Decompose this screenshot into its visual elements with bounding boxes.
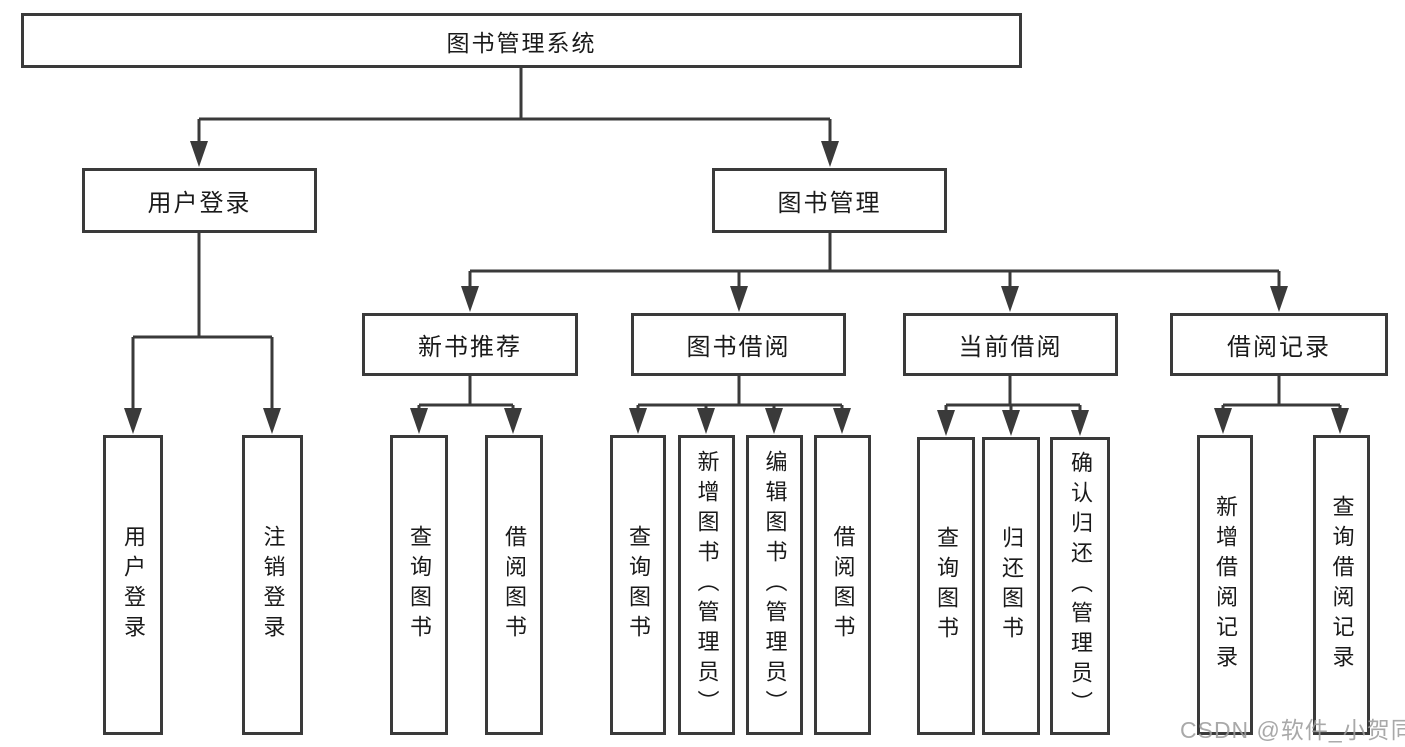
leaf-borrow-books-recommend: 借阅图书 (485, 435, 543, 735)
leaf-return-book: 归还图书 (982, 437, 1040, 735)
leaf-query-books-current: 查询图书 (917, 437, 975, 735)
leaf-borrow-books-borrowing: 借阅图书 (814, 435, 871, 735)
leaf-add-borrow-record: 新增借阅记录 (1197, 435, 1253, 735)
node-current-borrowing: 当前借阅 (903, 313, 1118, 376)
node-root-library-management-system: 图书管理系统 (21, 13, 1022, 68)
leaf-query-books-borrowing: 查询图书 (610, 435, 666, 735)
leaf-logout: 注销登录 (242, 435, 303, 735)
node-user-login: 用户登录 (82, 168, 317, 233)
node-new-book-recommendation: 新书推荐 (362, 313, 578, 376)
leaf-query-borrow-record: 查询借阅记录 (1313, 435, 1370, 735)
leaf-user-login: 用户登录 (103, 435, 163, 735)
leaf-confirm-return-admin: 确认归还（管理员） (1050, 437, 1110, 735)
leaf-edit-book-admin: 编辑图书（管理员） (746, 435, 803, 735)
node-book-management: 图书管理 (712, 168, 947, 233)
arrowheads (124, 141, 1349, 436)
leaf-query-books-recommend: 查询图书 (390, 435, 448, 735)
node-borrowing-records: 借阅记录 (1170, 313, 1388, 376)
leaf-add-book-admin: 新增图书（管理员） (678, 435, 735, 735)
node-book-borrowing: 图书借阅 (631, 313, 846, 376)
csdn-watermark: CSDN @软件_小贺同学 (1180, 717, 1405, 743)
